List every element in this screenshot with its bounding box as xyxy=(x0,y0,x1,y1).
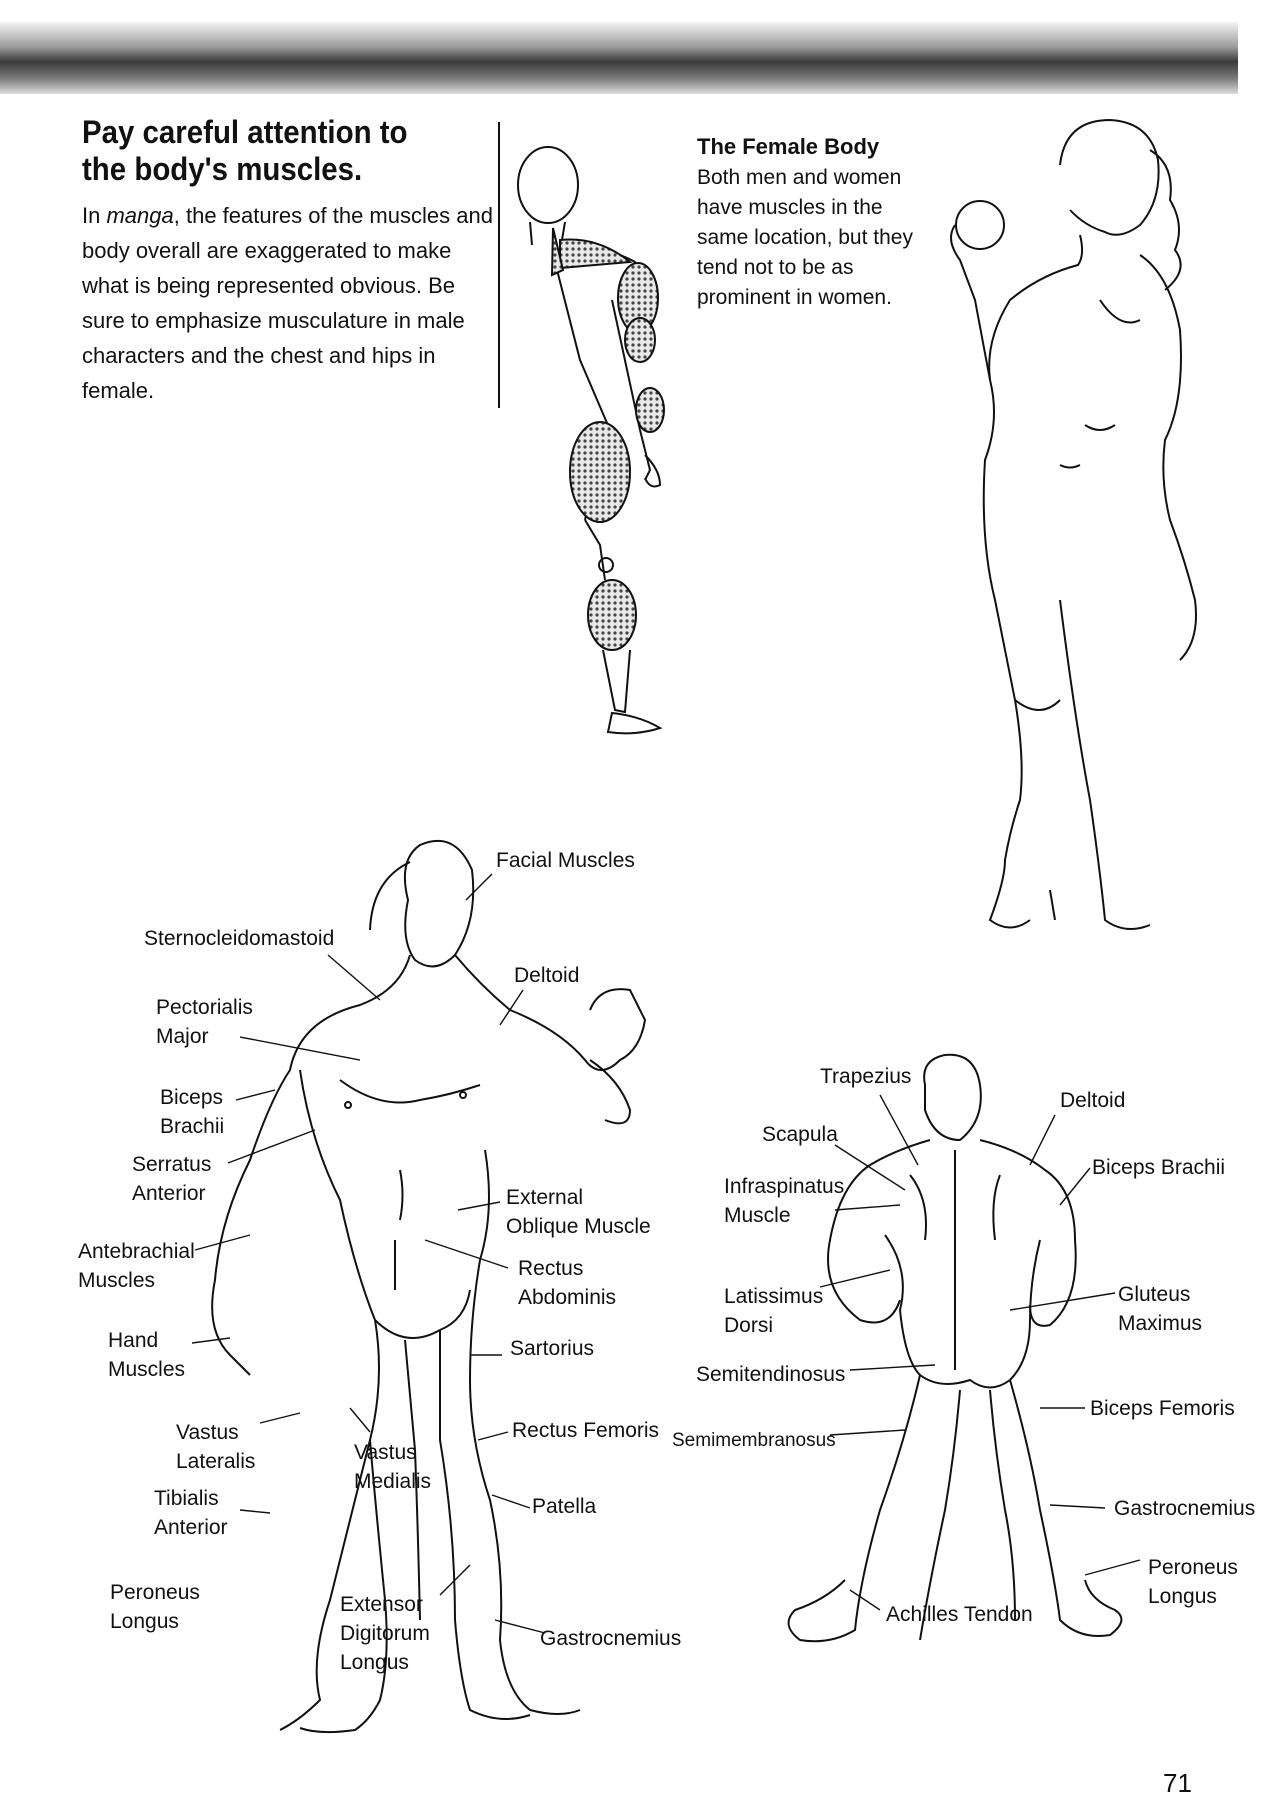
label-achilles-tendon: Achilles Tendon xyxy=(886,1603,1033,1626)
label-tibialis-anterior: Tibialis Anterior xyxy=(154,1487,228,1539)
label-extensor-digitorum: Extensor Digitorum Longus xyxy=(340,1593,430,1674)
label-semimembranosus: Semimembranosus xyxy=(672,1430,836,1451)
label-semitendinosus: Semitendinosus xyxy=(696,1363,846,1386)
intro-paragraph: In manga, the features of the muscles an… xyxy=(82,203,493,403)
label-vastus-medialis: Vastus Medialis xyxy=(354,1441,432,1493)
page-number: 71 xyxy=(1163,1768,1192,1798)
label-sartorius: Sartorius xyxy=(510,1337,595,1360)
page-heading: Pay careful attention to the body's musc… xyxy=(82,114,408,187)
label-front-peroneus: Peroneus Longus xyxy=(110,1581,200,1633)
label-antebrachial: Antebrachial Muscles xyxy=(78,1240,195,1292)
label-sternocleidomastoid: Sternocleidomastoid xyxy=(144,927,335,950)
label-scapula: Scapula xyxy=(762,1123,838,1146)
intro-emphasis: manga xyxy=(106,203,174,228)
female-figure xyxy=(950,118,1197,930)
label-infraspinatus: Infraspinatus Muscle xyxy=(724,1175,845,1227)
label-pectoralis-major: Pectorialis Major xyxy=(156,996,253,1048)
label-rectus-femoris: Rectus Femoris xyxy=(512,1419,660,1442)
label-trapezius: Trapezius xyxy=(820,1065,912,1088)
label-front-gastrocnemius: Gastrocnemius xyxy=(540,1627,682,1650)
front-leader-lines xyxy=(191,873,546,1634)
label-back-gastrocnemius: Gastrocnemius xyxy=(1114,1497,1256,1520)
label-external-oblique: External Oblique Muscle xyxy=(506,1186,651,1238)
label-serratus-anterior: Serratus Anterior xyxy=(132,1153,212,1205)
back-leader-lines xyxy=(819,1094,1141,1611)
label-facial-muscles: Facial Muscles xyxy=(496,849,635,872)
label-patella: Patella xyxy=(532,1495,597,1518)
female-body-text: Both men and women have muscles in the s… xyxy=(697,166,913,309)
label-back-deltoid: Deltoid xyxy=(1060,1089,1126,1112)
female-body-title: The Female Body xyxy=(697,134,880,159)
label-hand-muscles: Hand Muscles xyxy=(108,1329,186,1381)
back-male-figure xyxy=(787,1053,1123,1643)
label-back-biceps: Biceps Brachii xyxy=(1092,1156,1226,1179)
label-biceps-femoris: Biceps Femoris xyxy=(1090,1397,1235,1420)
label-rectus-abdominis: Rectus Abdominis xyxy=(518,1257,617,1309)
column-divider xyxy=(498,122,500,408)
label-latissimus-dorsi: Latissimus Dorsi xyxy=(724,1285,824,1337)
label-vastus-lateralis: Vastus Lateralis xyxy=(176,1421,256,1473)
label-gluteus-maximus: Gluteus Maximus xyxy=(1118,1283,1203,1335)
label-front-biceps: Biceps Brachii xyxy=(160,1086,225,1138)
label-back-peroneus: Peroneus Longus xyxy=(1148,1556,1238,1608)
label-front-deltoid: Deltoid xyxy=(514,964,580,987)
header-bar xyxy=(0,22,1238,94)
front-male-figure xyxy=(211,840,647,1734)
mannequin-figure xyxy=(517,146,665,735)
